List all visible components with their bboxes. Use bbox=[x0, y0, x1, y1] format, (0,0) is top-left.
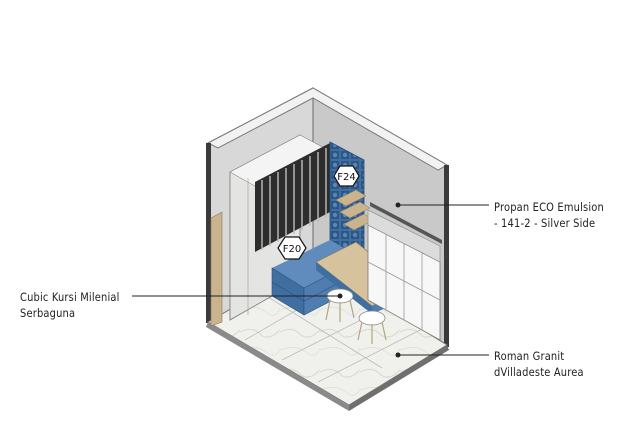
leader-lines bbox=[132, 202, 489, 358]
callout-floor-line1: Roman Granit bbox=[494, 349, 565, 363]
callout-floor: Roman Granit dVilladeste Aurea bbox=[494, 348, 584, 380]
callout-floor-line2: dVilladeste Aurea bbox=[494, 365, 584, 379]
callout-chair: Cubic Kursi Milenial Serbaguna bbox=[20, 289, 120, 321]
tag-f20-label: F20 bbox=[283, 244, 301, 255]
leader-paint-dot bbox=[395, 202, 401, 208]
wall-shelves bbox=[335, 189, 375, 231]
wood-panel bbox=[210, 211, 223, 327]
tag-f24-label: F24 bbox=[337, 172, 355, 183]
left-wall-edge bbox=[206, 143, 211, 323]
right-wall-edge bbox=[444, 165, 449, 347]
callout-paint-line1: Propan ECO Emulsion bbox=[494, 200, 604, 214]
tag-f24: F24 bbox=[333, 165, 360, 187]
chairs bbox=[325, 288, 387, 344]
callout-paint: Propan ECO Emulsion - 141-2 - Silver Sid… bbox=[494, 199, 604, 231]
tag-f20: F20 bbox=[277, 236, 307, 260]
leader-floor-dot bbox=[395, 352, 401, 358]
callout-chair-line1: Cubic Kursi Milenial bbox=[20, 290, 120, 304]
leader-chair-dot bbox=[337, 293, 343, 299]
window bbox=[367, 202, 442, 341]
callout-paint-line2: - 141-2 - Silver Side bbox=[494, 216, 596, 230]
callout-chair-line2: Serbaguna bbox=[20, 306, 76, 320]
